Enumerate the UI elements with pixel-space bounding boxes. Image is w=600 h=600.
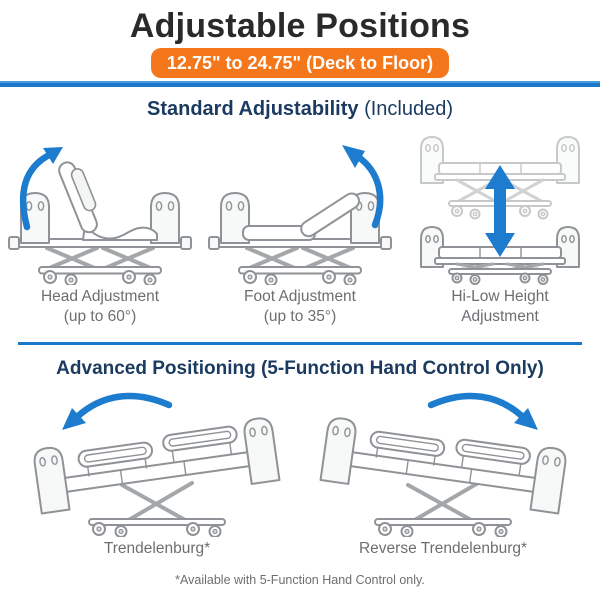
caption-line-1: Reverse Trendelenburg* bbox=[358, 540, 528, 557]
figure-caption: Foot Adjustment (up to 35°) bbox=[200, 287, 400, 326]
caption-line-1: Trendelenburg* bbox=[103, 540, 211, 557]
curved-down-right-arrow-icon bbox=[427, 392, 538, 430]
caption-line-2: Adjustment bbox=[461, 307, 539, 325]
advanced-heading-text: Advanced Positioning (5-Function Hand Co… bbox=[56, 358, 544, 379]
caster-wheels-icon bbox=[378, 522, 508, 537]
advanced-section-heading: Advanced Positioning (5-Function Hand Co… bbox=[0, 356, 600, 381]
curved-up-arrow-icon bbox=[342, 145, 384, 229]
header-divider bbox=[0, 81, 600, 87]
caption-line-2: (up to 35°) bbox=[263, 307, 337, 325]
caster-wheels-icon bbox=[92, 522, 222, 537]
caster-wheels-icon bbox=[43, 270, 157, 285]
caption-line-2: (up to 60°) bbox=[63, 307, 137, 325]
bed-trendelenburg-illustration bbox=[33, 392, 281, 537]
deck-height-badge: 12.75" to 24.75" (Deck to Floor) bbox=[150, 48, 450, 78]
figure-hi-low: Hi-Low Height Adjustment bbox=[400, 127, 600, 326]
figure-head-adjustment: Head Adjustment (up to 60°) bbox=[0, 127, 200, 326]
bed-reverse-trendelenburg-illustration bbox=[319, 392, 567, 537]
caption-line-1: Foot Adjustment bbox=[243, 288, 356, 305]
standard-adjustability-row: Head Adjustment (up to 60°) bbox=[0, 127, 600, 326]
caster-wheels-icon bbox=[243, 270, 357, 285]
hi-low-adjustment-item: Hi-Low Height Adjustment bbox=[400, 127, 600, 326]
figure-caption: Hi-Low Height Adjustment bbox=[400, 287, 600, 326]
trendelenburg-item: Trendelenburg* bbox=[14, 385, 300, 559]
bed-head-adjustment-illustration bbox=[8, 147, 192, 285]
reverse-trendelenburg-item: Reverse Trendelenburg* bbox=[300, 385, 586, 559]
curved-up-arrow-icon bbox=[19, 147, 63, 231]
bed-hi-low-illustration bbox=[420, 136, 580, 285]
vertical-double-arrow-icon bbox=[485, 165, 515, 257]
section-divider bbox=[18, 342, 582, 345]
figure-caption: Reverse Trendelenburg* bbox=[300, 539, 586, 559]
footnote: *Available with 5-Function Hand Control … bbox=[175, 572, 425, 587]
foot-adjustment-item: Foot Adjustment (up to 35°) bbox=[200, 127, 400, 326]
advanced-positioning-row: Trendelenburg* bbox=[0, 385, 600, 559]
figure-trendelenburg: Trendelenburg* bbox=[14, 385, 300, 559]
figure-reverse-trendelenburg: Reverse Trendelenburg* bbox=[300, 385, 586, 559]
standard-section-heading: Standard Adjustability (Included) bbox=[0, 96, 600, 122]
curved-down-left-arrow-icon bbox=[62, 392, 173, 430]
bed-foot-adjustment-illustration bbox=[208, 145, 392, 285]
caption-line-1: Head Adjustment bbox=[40, 288, 160, 305]
figure-caption: Head Adjustment (up to 60°) bbox=[0, 287, 200, 326]
page-title: Adjustable Positions bbox=[129, 7, 471, 45]
standard-heading-bold: Standard Adjustability bbox=[146, 98, 359, 120]
figure-foot-adjustment: Foot Adjustment (up to 35°) bbox=[200, 127, 400, 326]
standard-heading-regular: (Included) bbox=[364, 98, 453, 120]
caption-line-1: Hi-Low Height bbox=[451, 288, 549, 305]
head-adjustment-item: Head Adjustment (up to 60°) bbox=[0, 127, 200, 326]
figure-caption: Trendelenburg* bbox=[14, 539, 300, 559]
